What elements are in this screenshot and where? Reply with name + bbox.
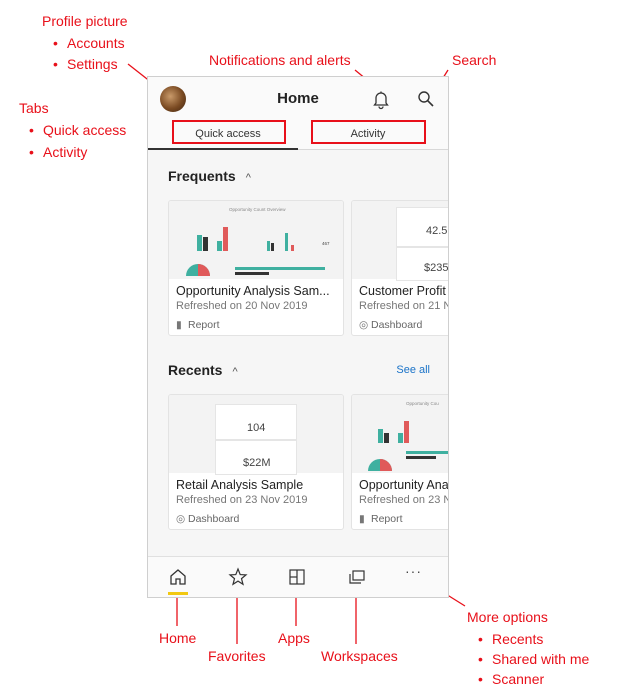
annotation-apps: Apps	[278, 630, 310, 646]
dashboard-thumbnail: 42.5 $235	[352, 201, 449, 281]
thumb-tile	[396, 207, 448, 247]
thumb-bar	[384, 433, 389, 443]
svg-text:Opportunity Cou: Opportunity Cou	[406, 401, 439, 406]
annotation-tabs-quick-access: •Quick access	[29, 122, 127, 138]
frequent-card-opportunity[interactable]: Opportunity Count Overview 467 Opportuni…	[168, 200, 344, 336]
thumb-kpi: $22M	[243, 457, 271, 469]
tab-bar: Quick access Activity	[148, 121, 448, 150]
card-title: Opportunity Ana	[359, 478, 449, 492]
annotation-profile-title: Profile picture	[42, 13, 128, 29]
annotation-tabs-activity: •Activity	[29, 144, 88, 160]
star-icon[interactable]	[227, 566, 249, 588]
report-icon: ▮	[176, 319, 182, 331]
svg-text:Opportunity Count Overview: Opportunity Count Overview	[229, 207, 286, 212]
active-tab-indicator	[148, 148, 298, 150]
workspaces-icon[interactable]	[346, 566, 368, 588]
thumb-kpi: 104	[247, 422, 266, 434]
home-icon[interactable]	[167, 566, 189, 588]
chevron-up-icon[interactable]: ^	[245, 172, 251, 184]
frequents-heading[interactable]: Frequents^	[168, 168, 251, 184]
search-icon[interactable]	[415, 88, 437, 110]
active-nav-indicator	[168, 592, 188, 595]
card-type: ◎Dashboard	[176, 513, 240, 525]
annotation-more-shared: •Shared with me	[478, 651, 590, 667]
tab-activity[interactable]: Activity	[350, 128, 386, 140]
card-title: Retail Analysis Sample	[176, 478, 304, 492]
more-options-icon[interactable]: ···	[405, 563, 422, 579]
thumb-bar	[404, 421, 409, 443]
thumb-kpi: $235	[424, 262, 449, 274]
annotation-notifications: Notifications and alerts	[209, 52, 351, 68]
thumb-hbar	[406, 456, 436, 459]
thumb-tile	[215, 440, 297, 475]
highlight-activity	[311, 120, 426, 144]
annotation-tabs-title: Tabs	[19, 100, 49, 116]
card-type: ▮Report	[359, 513, 403, 525]
frequent-card-customer-profit[interactable]: 42.5 $235 Customer Profit Refreshed on 2…	[351, 200, 449, 336]
thumb-bar	[398, 433, 403, 443]
thumbnail-chart-preview: Opportunity Count Overview 467	[186, 207, 330, 276]
thumb-bar	[291, 245, 294, 251]
thumb-hbar	[406, 451, 448, 454]
annotation-search: Search	[452, 52, 497, 68]
bell-icon[interactable]	[370, 88, 392, 110]
card-title: Customer Profit	[359, 284, 446, 298]
dashboard-icon: ◎	[359, 319, 369, 331]
highlight-quick-access	[172, 120, 286, 144]
svg-text:467: 467	[322, 241, 330, 246]
annotation-more-scanner: •Scanner	[478, 671, 545, 687]
report-icon: ▮	[359, 513, 365, 525]
dashboard-thumbnail: 104 $22M	[169, 395, 343, 475]
thumb-bar	[217, 241, 222, 251]
thumb-bar	[267, 241, 270, 251]
top-bar: Home	[148, 77, 448, 121]
card-subtitle: Refreshed on 20 Nov 2019	[176, 300, 308, 312]
chevron-up-icon[interactable]: ^	[232, 366, 238, 378]
card-type: ◎Dashboard	[359, 319, 423, 331]
thumb-bar	[378, 429, 383, 443]
recents-heading[interactable]: Recents^	[168, 362, 238, 378]
report-thumbnail: Opportunity Cou	[352, 395, 448, 473]
annotation-profile-accounts: •Accounts	[53, 35, 125, 51]
card-subtitle: Refreshed on 21 N	[359, 300, 449, 312]
thumb-hbar	[235, 267, 325, 270]
see-all-link[interactable]: See all	[396, 364, 430, 376]
phone-screen: Home Quick access Activity Frequents^ Op…	[147, 76, 449, 598]
apps-icon[interactable]	[286, 566, 308, 588]
annotation-more-title: More options	[467, 609, 548, 625]
card-subtitle: Refreshed on 23 No	[359, 494, 449, 506]
dashboard-icon: ◎	[176, 513, 186, 525]
thumb-pie	[380, 459, 392, 471]
thumb-bar	[223, 227, 228, 251]
thumb-bar	[285, 233, 288, 251]
thumb-tile	[396, 247, 448, 281]
annotation-favorites: Favorites	[208, 648, 266, 664]
thumb-kpi: 42.5	[426, 225, 448, 237]
card-subtitle: Refreshed on 23 Nov 2019	[176, 494, 308, 506]
annotation-more-recents: •Recents	[478, 631, 544, 647]
thumb-bar	[271, 243, 274, 251]
annotation-workspaces: Workspaces	[321, 648, 398, 664]
annotation-home: Home	[159, 630, 197, 646]
card-type: ▮Report	[176, 319, 220, 331]
report-thumbnail: Opportunity Count Overview 467	[169, 201, 343, 279]
recent-card-retail-analysis[interactable]: 104 $22M Retail Analysis Sample Refreshe…	[168, 394, 344, 530]
card-title: Opportunity Analysis Sam...	[176, 284, 330, 298]
tab-quick-access[interactable]: Quick access	[195, 128, 261, 140]
page-title: Home	[277, 90, 319, 107]
thumb-bar	[197, 235, 202, 251]
thumb-tile	[215, 404, 297, 440]
thumbnail-chart-preview: Opportunity Cou	[368, 401, 448, 471]
thumb-bar	[203, 237, 208, 251]
profile-avatar[interactable]	[160, 86, 186, 112]
annotation-profile-settings: •Settings	[53, 56, 118, 72]
thumb-hbar	[235, 272, 269, 275]
thumb-pie	[198, 264, 210, 276]
recent-card-opportunity[interactable]: Opportunity Cou Opportunity Ana Refreshe…	[351, 394, 449, 530]
bottom-navigation: ···	[148, 556, 448, 597]
